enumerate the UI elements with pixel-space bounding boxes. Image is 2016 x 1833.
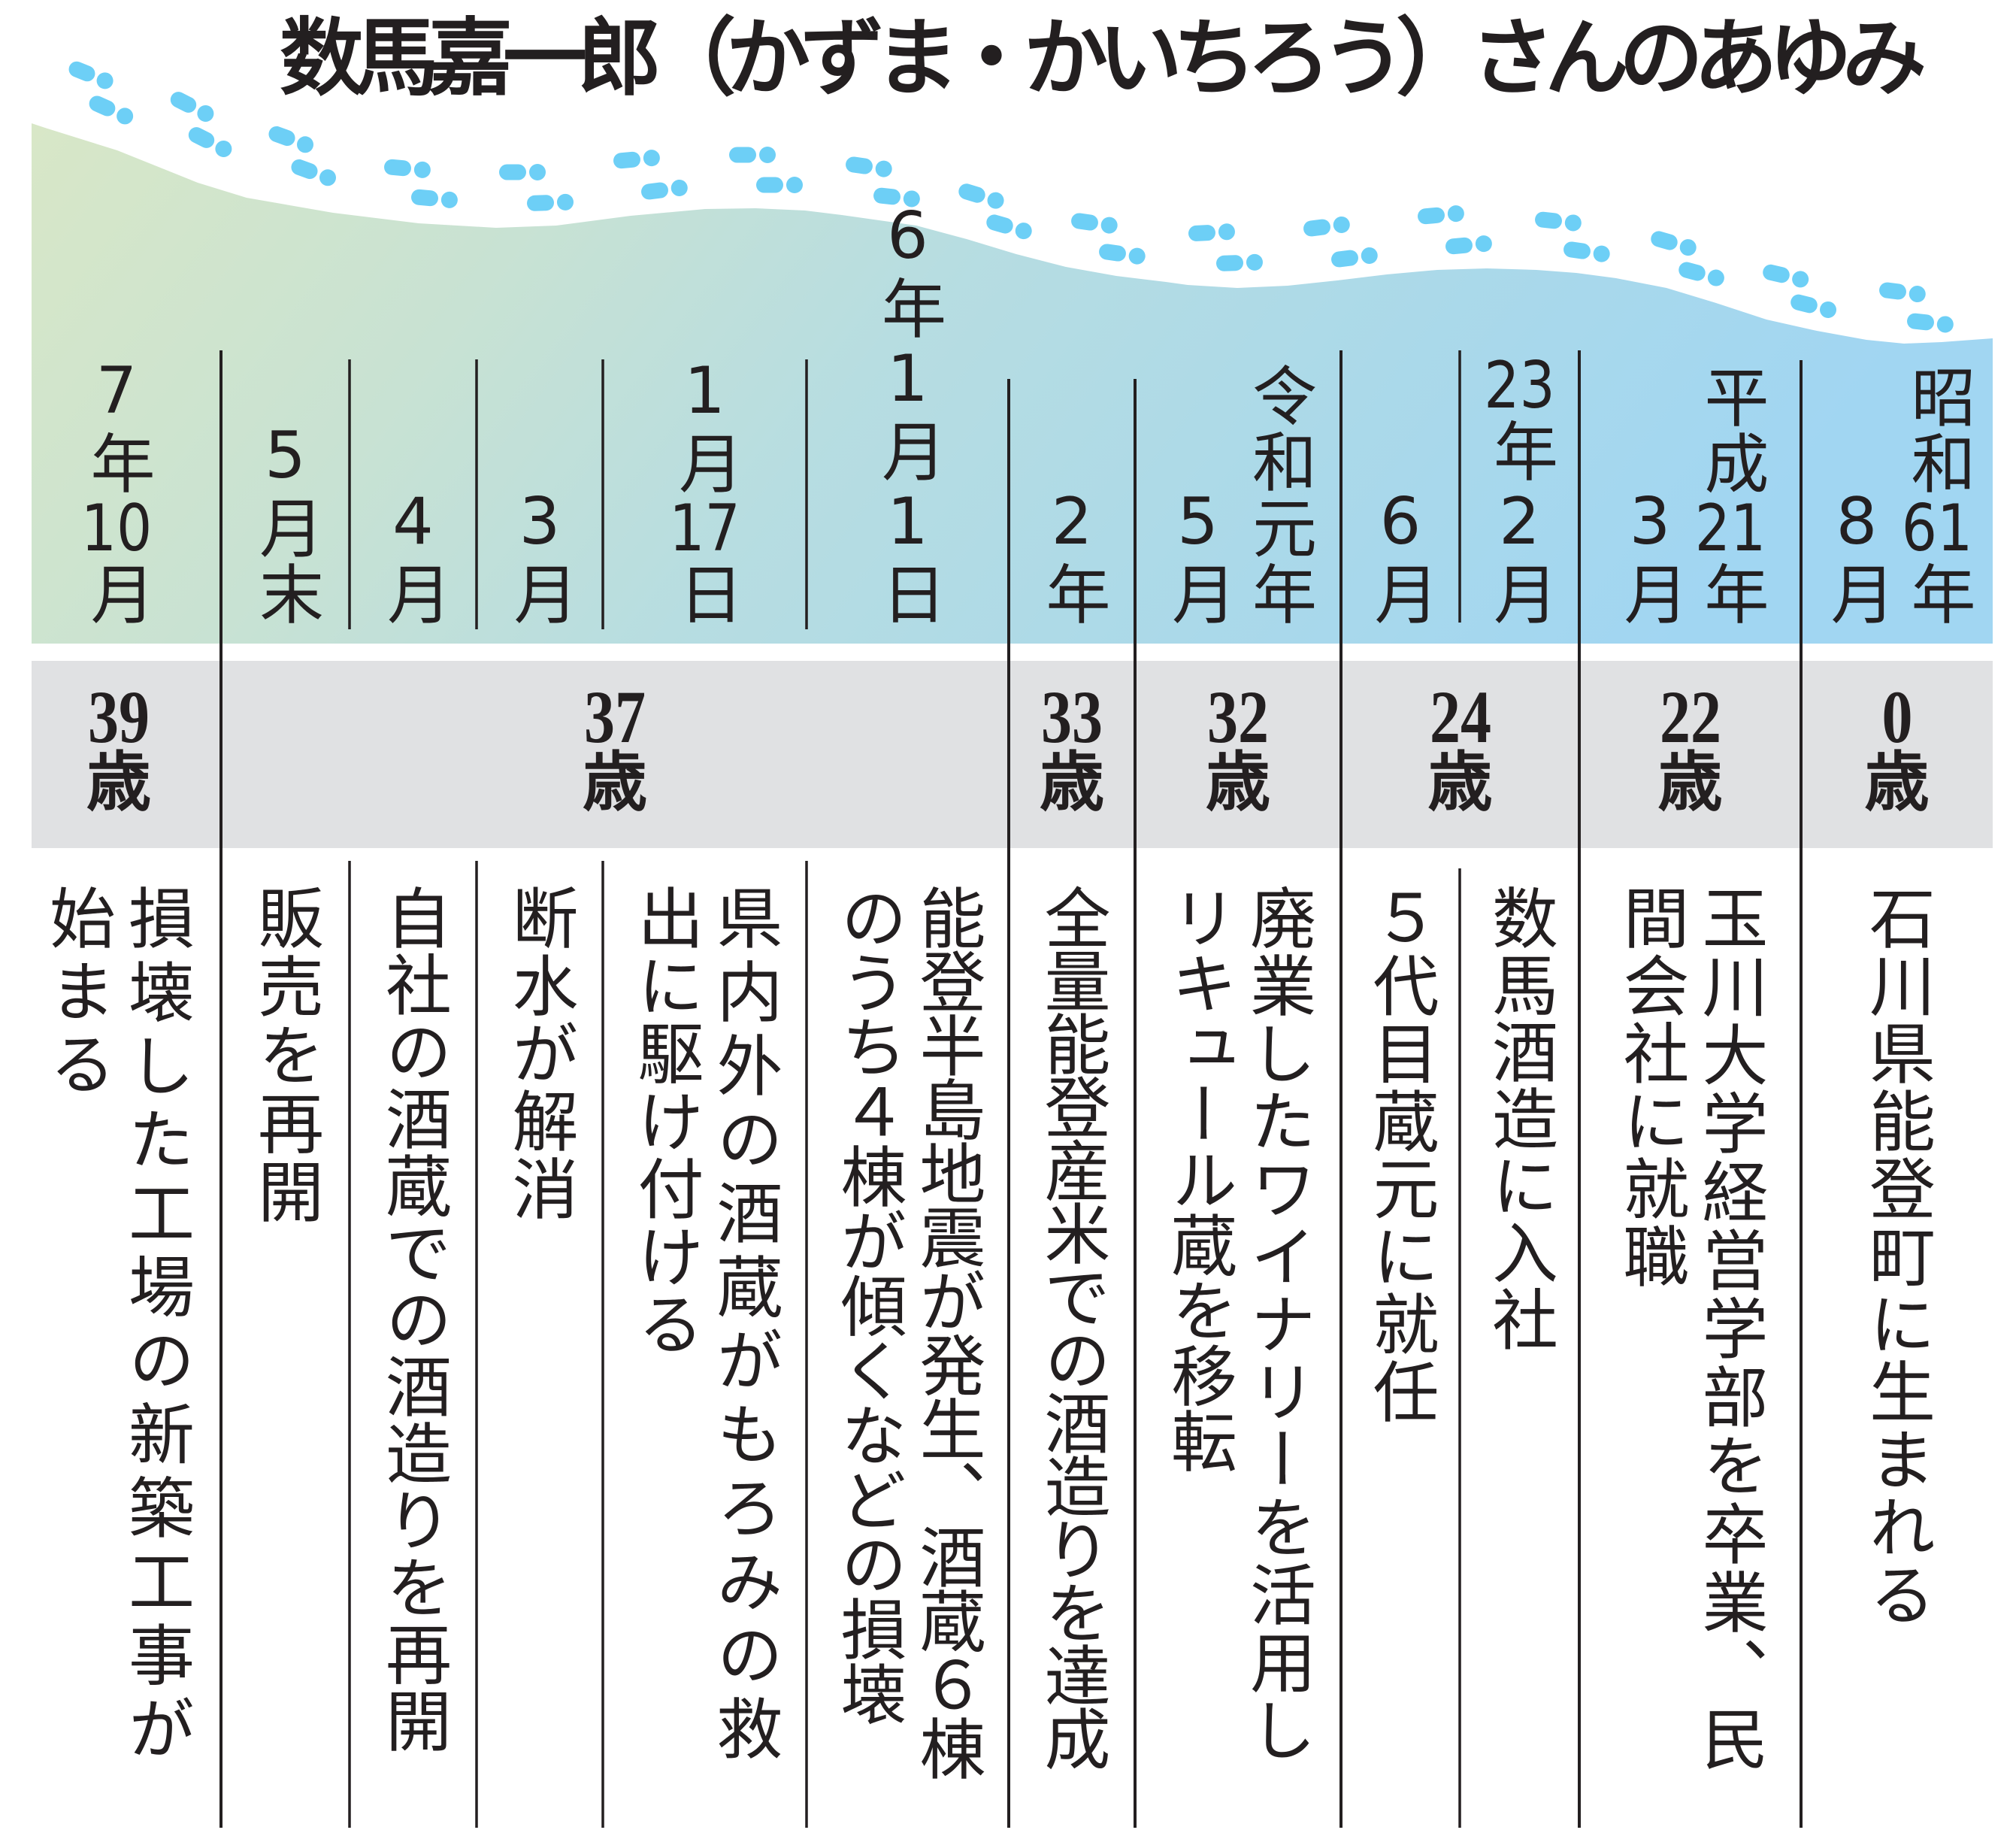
date-line: 23年2月 [1482, 353, 1557, 627]
age-unit: 歳 [1864, 744, 1930, 820]
date-line: 7年10月 [79, 353, 154, 627]
event-description: 全量能登産米での酒造りを達成 [1009, 884, 1135, 1794]
description-line: 県内外の酒蔵がもろみの救 [706, 884, 783, 1768]
event-date: 7年10月 [12, 195, 221, 627]
age-number: 39 [88, 674, 150, 759]
age-unit: 歳 [86, 744, 151, 820]
age-label: 0 歳 [1801, 661, 1993, 848]
event-description: 廃業したワイナリーを活用し リキュール蔵を移転 [1135, 884, 1341, 1794]
date-number: 61 [1901, 496, 1973, 561]
event-date: 令和元年 5月 [1135, 195, 1341, 627]
age-number: 0 [1881, 674, 1912, 759]
event-description: 数馬酒造に入社 [1460, 884, 1579, 1794]
event-description: 自社の酒蔵での酒造りを再開 [350, 884, 477, 1794]
description-line: 全量能登産米での酒造りを達成 [1034, 884, 1111, 1768]
age-number: 22 [1659, 674, 1721, 759]
footprint-icon [383, 158, 431, 179]
event-date: 23年2月 [1460, 195, 1579, 627]
description-line: 販売を再開 [247, 884, 325, 1226]
date-number: 10 [80, 496, 153, 561]
event-description: 損壊した工場の新築工事が 始まる [12, 884, 221, 1794]
age-unit: 歳 [583, 744, 647, 820]
footprint-icon [266, 123, 316, 156]
footprint-icon [729, 147, 776, 163]
description-line: 石川県能登町に生まれる [1858, 884, 1936, 1628]
date-line: 3月 [1612, 484, 1688, 627]
footprint-icon [66, 59, 116, 92]
event-date: 6年1月1日 [807, 195, 1009, 627]
age-label: 33 歳 [1009, 661, 1135, 848]
age-number: 32 [1207, 674, 1269, 759]
event-date: 3月 [477, 195, 603, 627]
age-label: 24 歳 [1341, 661, 1579, 848]
event-date: 2年 [1009, 195, 1135, 627]
age-unit: 歳 [1657, 744, 1723, 820]
event-date: 4月 [350, 195, 477, 627]
description-line: 間会社に就職 [1612, 884, 1690, 1290]
date-line: 6月 [1363, 484, 1438, 627]
date-number: 21 [1694, 496, 1766, 561]
age-unit: 歳 [1206, 744, 1270, 820]
event-date: 昭和61年 8月 [1801, 195, 1993, 627]
footprint-icon [185, 124, 235, 160]
description-line: 断水が解消 [501, 884, 579, 1223]
date-line: 5月 [1160, 484, 1236, 627]
event-description: 販売を再開 [221, 884, 350, 1794]
age-label: 22 歳 [1579, 661, 1801, 848]
description-line: 始まる [38, 884, 117, 1103]
event-description: 玉川大学経営学部を卒業、民 間会社に就職 [1579, 884, 1801, 1794]
event-date: 1月17日 [603, 195, 807, 627]
description-line: 損壊した工場の新築工事が [117, 884, 195, 1768]
description-line: ５代目蔵元に就任 [1362, 884, 1439, 1425]
column-dividers [219, 350, 1803, 1828]
date-line: 1月17日 [667, 353, 743, 627]
footprint-icon [86, 92, 136, 127]
footprint-icon [613, 149, 661, 170]
date-band-wave [32, 123, 1993, 644]
age-number: 24 [1429, 674, 1491, 759]
age-label: 32 歳 [1135, 661, 1341, 848]
footprint-icon [499, 164, 546, 180]
description-line: 玉川大学経営学部を卒業、民 [1691, 884, 1769, 1774]
date-number: 17 [669, 496, 740, 561]
event-date: 5月末 [221, 195, 350, 627]
date-line: 令和元年 [1240, 362, 1316, 627]
event-description: 県内外の酒蔵がもろみの救 出に駆け付ける [603, 884, 807, 1794]
age-label: 39 歳 [15, 661, 222, 848]
age-unit: 歳 [1427, 744, 1493, 820]
footprint-icon [167, 89, 217, 125]
date-line: 2年 [1034, 484, 1109, 627]
description-line: 数馬酒造に入社 [1481, 884, 1559, 1353]
event-description: 石川県能登町に生まれる [1801, 884, 1993, 1794]
footprint-icon [844, 155, 894, 179]
description-line: 出に駆け付ける [627, 884, 704, 1358]
date-number: 23 [1484, 353, 1555, 418]
description-line: のうち４棟が傾くなどの損壊 [830, 884, 907, 1725]
age-band [32, 661, 1993, 848]
date-line: 8月 [1819, 484, 1894, 627]
date-line: 昭和61年 [1899, 364, 1975, 627]
date-line: 平成21年 [1693, 364, 1768, 627]
age-unit: 歳 [1040, 744, 1104, 820]
description-line: 能登半島地震が発生、酒蔵６棟 [909, 884, 986, 1779]
footprint-icon [756, 177, 803, 193]
age-label: 37 歳 [221, 661, 1009, 848]
date-line: 6年1月1日 [870, 198, 946, 627]
age-number: 33 [1041, 674, 1103, 759]
page-title: 数馬嘉一郎（かずま・かいちろう）さんのあゆみ [280, 9, 1927, 108]
description-line: リキュール蔵を移転 [1160, 884, 1238, 1473]
date-line: 5月末 [247, 418, 323, 627]
event-date: 6月 [1341, 195, 1460, 627]
description-line: 廃業したワイナリーを活用し [1239, 884, 1317, 1764]
description-line: 自社の酒蔵での酒造りを再開 [374, 884, 453, 1754]
event-date: 平成21年 3月 [1579, 195, 1801, 627]
date-line: 3月 [502, 484, 577, 627]
age-number: 37 [584, 674, 646, 759]
footprint-icon [289, 156, 339, 189]
event-description: ５代目蔵元に就任 [1341, 884, 1460, 1794]
event-description: 能登半島地震が発生、酒蔵６棟 のうち４棟が傾くなどの損壊 [807, 884, 1009, 1794]
event-description: 断水が解消 [477, 884, 603, 1794]
date-line: 4月 [375, 484, 451, 627]
